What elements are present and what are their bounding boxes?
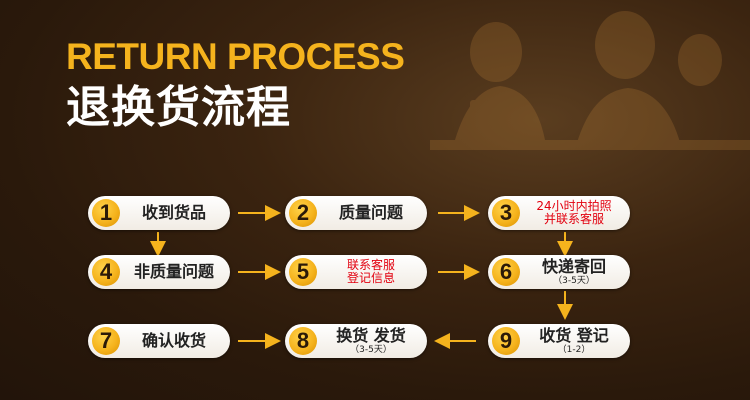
step-label: 快递寄回	[542, 258, 606, 276]
step-duration: （3-5天）	[553, 276, 595, 286]
step-2-quality-issue: 2 质量问题	[285, 196, 427, 230]
step-4-non-quality-issue: 4 非质量问题	[88, 255, 230, 289]
step-9-receive-register: 9 收货 登记 （1-2）	[488, 324, 630, 358]
step-duration: （3-5天）	[350, 345, 392, 355]
step-number-badge: 9	[492, 327, 520, 355]
step-label: 换货 发货	[336, 327, 406, 345]
step-8-exchange-ship: 8 换货 发货 （3-5天）	[285, 324, 427, 358]
step-label: 收货 登记	[539, 327, 609, 345]
step-number-badge: 4	[92, 258, 120, 286]
step-number-badge: 7	[92, 327, 120, 355]
step-1-receive-goods: 1 收到货品	[88, 196, 230, 230]
step-label: 收到货品	[142, 204, 206, 222]
step-label: 确认收货	[142, 332, 206, 350]
step-number-badge: 6	[492, 258, 520, 286]
step-number-badge: 5	[289, 258, 317, 286]
step-7-confirm-receipt: 7 确认收货	[88, 324, 230, 358]
step-number-badge: 8	[289, 327, 317, 355]
step-label: 非质量问题	[134, 263, 214, 281]
step-6-express-return: 6 快递寄回 （3-5天）	[488, 255, 630, 289]
step-label: 质量问题	[339, 204, 403, 222]
step-label-line-2: 登记信息	[347, 272, 395, 285]
step-number-badge: 3	[492, 199, 520, 227]
step-number-badge: 1	[92, 199, 120, 227]
step-3-photo-contact-service: 3 24小时内拍照 并联系客服	[488, 196, 630, 230]
step-duration: （1-2）	[558, 345, 591, 355]
step-label-line-2: 并联系客服	[544, 213, 604, 226]
step-number-badge: 2	[289, 199, 317, 227]
step-5-contact-service-register: 5 联系客服 登记信息	[285, 255, 427, 289]
